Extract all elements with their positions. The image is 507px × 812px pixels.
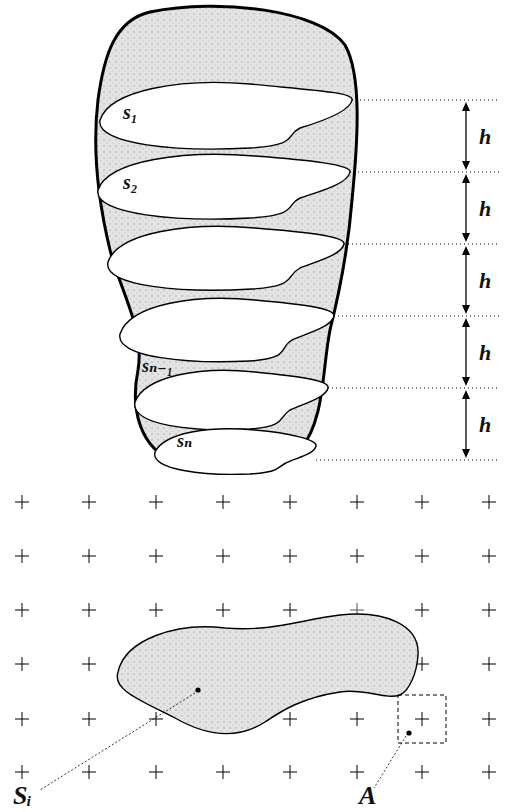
grid-cross <box>489 765 490 779</box>
grid-cross <box>156 765 157 779</box>
point-label: A <box>359 783 376 809</box>
grid-cross <box>489 712 490 726</box>
grid-cross <box>357 549 358 563</box>
grid-cross <box>22 495 23 509</box>
section-shape <box>117 614 418 733</box>
arrow-head <box>462 174 470 183</box>
grid-cross <box>489 549 490 563</box>
grid-cross <box>422 603 423 617</box>
grid-cross <box>89 603 90 617</box>
dimension-label: h <box>478 413 492 437</box>
cell-point <box>406 730 411 735</box>
grid-cross <box>422 765 423 779</box>
arrow-head <box>462 449 470 458</box>
grid-cross <box>156 712 157 726</box>
arrow-head <box>462 246 470 255</box>
grid-cross <box>22 765 23 779</box>
slice-label: sₙ <box>177 432 192 450</box>
arrow-head <box>462 318 470 327</box>
grid-cross <box>22 657 23 671</box>
dimension-line <box>465 180 466 236</box>
grid-cross <box>89 549 90 563</box>
grid-cross <box>22 712 23 726</box>
grid-cross <box>156 603 157 617</box>
dimension-arrows <box>462 102 470 458</box>
grid-cross <box>89 712 90 726</box>
point-label: Sᵢ <box>13 783 32 809</box>
grid-cross <box>290 603 291 617</box>
arrow-head <box>462 233 470 242</box>
grid-cross <box>223 495 224 509</box>
arrow-head <box>462 377 470 386</box>
dimension-line <box>465 396 466 452</box>
arrow-head <box>462 161 470 170</box>
cell-square <box>398 695 446 743</box>
grid-cross <box>89 657 90 671</box>
grid-cross <box>357 495 358 509</box>
arrow-head <box>462 390 470 399</box>
grid-cross <box>422 712 423 726</box>
arrow-head <box>462 305 470 314</box>
dimension-label: h <box>478 125 492 149</box>
dimension-label: h <box>478 269 492 293</box>
grid-cross <box>223 549 224 563</box>
grid-cross <box>22 549 23 563</box>
grid-cross <box>290 495 291 509</box>
grid-cross <box>489 495 490 509</box>
slice-label: s₁ <box>123 102 138 122</box>
grid-cross <box>223 603 224 617</box>
grid-cross <box>290 712 291 726</box>
grid-cross <box>489 657 490 671</box>
leader-line <box>374 736 406 788</box>
sample-point <box>195 687 200 692</box>
slice-label: s₂ <box>123 172 138 192</box>
grid-cross <box>89 495 90 509</box>
grid-crosses <box>15 495 496 779</box>
grid-cross <box>290 765 291 779</box>
grid-cross <box>357 765 358 779</box>
dimension-label: h <box>478 197 492 221</box>
grid-cross <box>156 495 157 509</box>
dimension-line <box>465 324 466 380</box>
dimension-label: h <box>478 341 492 365</box>
arrow-head <box>462 102 470 111</box>
solid-body <box>96 6 358 472</box>
slice-label: sₙ₋₁ <box>142 357 173 375</box>
grid-cross <box>223 765 224 779</box>
grid-cross <box>422 495 423 509</box>
height-lines <box>316 100 500 460</box>
grid-cross <box>22 603 23 617</box>
dimension-line <box>465 108 466 164</box>
slices <box>98 83 352 475</box>
leader-line <box>40 693 195 790</box>
grid-cross <box>422 549 423 563</box>
grid-cross <box>422 657 423 671</box>
dimension-line <box>465 252 466 308</box>
grid-cross <box>89 765 90 779</box>
grid-cross <box>357 712 358 726</box>
grid-cross <box>290 549 291 563</box>
grid-cross <box>489 603 490 617</box>
grid-cross <box>156 549 157 563</box>
